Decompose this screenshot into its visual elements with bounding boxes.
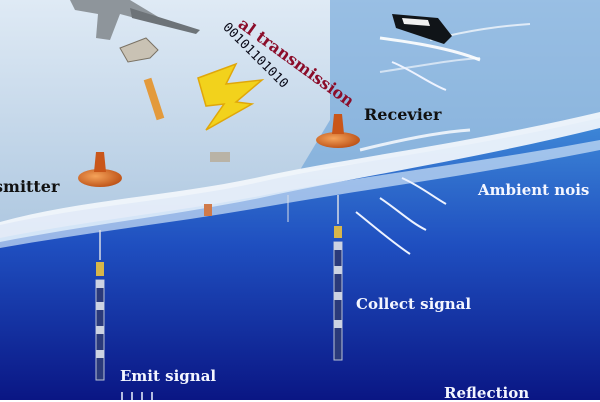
- surface-foam: [0, 112, 600, 242]
- wave-streak: [379, 57, 481, 73]
- distant-sea: [300, 0, 600, 170]
- emit-signal-ticks: [121, 392, 153, 400]
- floating-debris: [210, 152, 230, 162]
- ambient-noise-label: Ambient nois: [478, 181, 590, 199]
- reflection-label: Reflection: [444, 384, 530, 402]
- receiver-label: Recevier: [364, 105, 442, 124]
- airplane-icon: [70, 0, 200, 40]
- emit-signal-label: Emit signal: [120, 367, 217, 385]
- surface-foam-2: [0, 140, 600, 248]
- buoy-icon: [78, 152, 122, 187]
- floating-debris: [204, 204, 212, 216]
- buoy-icon: [316, 114, 360, 148]
- collect-signal-label: Collect signal: [356, 295, 472, 313]
- transmitter-label: smitter: [0, 177, 60, 196]
- lightning-icon: [197, 62, 265, 131]
- hydrophone-icon: [95, 230, 105, 381]
- ship-icon: [379, 14, 481, 62]
- hydrophone-icon: [333, 195, 343, 361]
- wave-streak: [359, 128, 471, 152]
- sea: [0, 118, 600, 400]
- sound-wave-arcs: [355, 61, 447, 255]
- satellite-icon: [119, 37, 165, 121]
